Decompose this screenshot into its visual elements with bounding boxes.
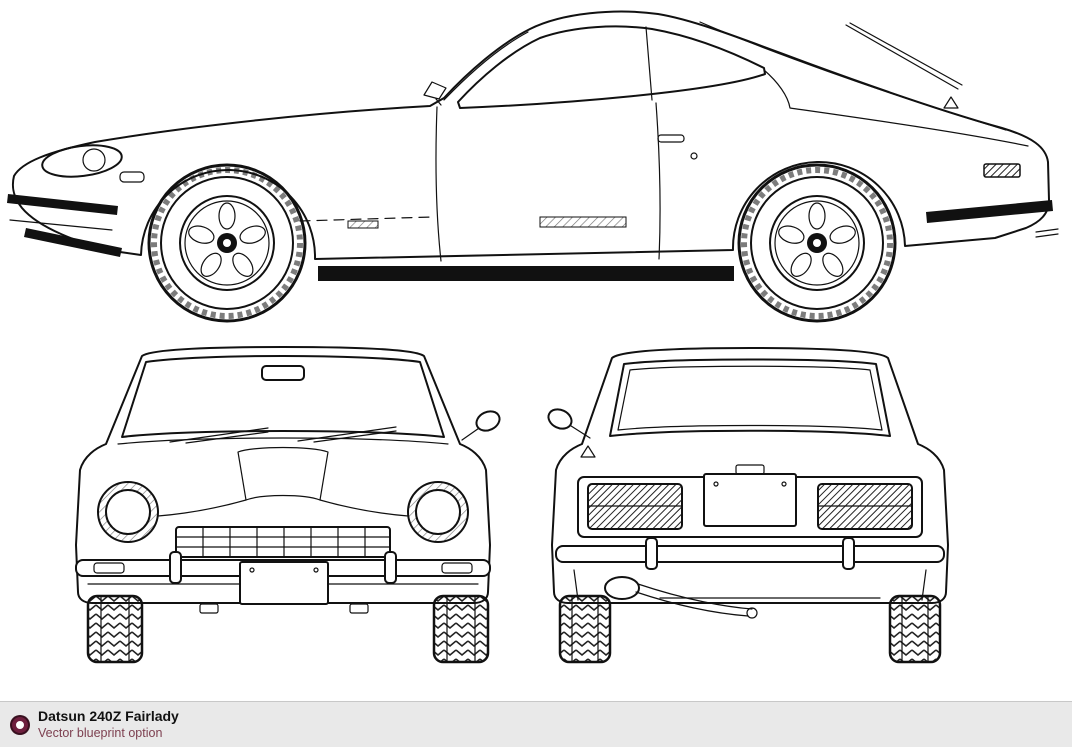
tow-hook-left [199,603,219,614]
caption-text: Datsun 240Z Fairlady Vector blueprint op… [38,707,179,741]
exhaust-tip [1035,228,1059,238]
fender-mirror [475,410,501,432]
rear-license-plate [703,473,797,527]
license-light [735,464,765,475]
side-body-outline [11,10,1050,260]
a-pillar-line [443,31,529,101]
door-lock [690,152,698,160]
hatch-seam [699,21,1007,131]
exhaust-pipe [635,583,753,617]
right-headlight [415,489,461,535]
grille [175,526,391,558]
taillight-side [983,163,1021,178]
front-wheel [147,163,307,323]
antenna-line [845,22,963,90]
rear-window [609,358,891,437]
blueprint-title: Datsun 240Z Fairlady [38,708,179,725]
fender-mirror-stalk [567,423,591,439]
headlight-scoop [41,144,123,178]
wipers [169,426,397,444]
hood-creases [133,499,433,518]
door-emblem [539,216,627,228]
rearview-mirror [261,365,305,381]
front-air-dam [24,228,122,257]
bumper-guard-left [169,551,182,584]
windshield [121,355,445,438]
rear-bumper-guard-left [645,537,658,570]
rear-right-tire [888,594,942,664]
front-bumper [7,194,118,215]
front-side-marker [119,171,145,183]
rear-view [547,347,949,664]
bumper-guard-right [384,551,397,584]
side-view [7,10,1059,323]
door-handle [657,134,685,143]
tow-hook-right [349,603,369,614]
plate-bolt [781,481,787,487]
exhaust-outlet [746,607,758,619]
hazard-triangle-icon [580,445,596,458]
rear-bumper-guard-right [842,537,855,570]
headlight-lens [82,148,106,172]
fender-mirror [547,408,573,430]
rear-bumper-bar [555,545,945,563]
blueprint-canvas [7,10,1059,664]
front-right-tire [432,594,490,664]
front-view [75,346,501,664]
rear-left-tire [558,594,612,664]
front-license-plate [239,561,329,605]
side-mirror [423,81,447,106]
door-seams [435,102,661,262]
grille-slats [175,526,391,558]
rear-body-outline [551,347,949,604]
target-ring-icon [12,716,28,733]
plate-bolt [713,481,719,487]
plate-bolt [249,567,255,573]
front-left-tire [86,594,144,664]
hood-bulge [237,446,329,501]
c-pillar-beltline [763,69,1029,147]
rear-bumper [926,200,1053,223]
plate-bolt [313,567,319,573]
front-valance-line [9,219,113,231]
fender-trim-dashes [299,216,433,222]
fender-emblem [347,220,379,229]
blueprint-svg [7,10,1059,664]
quarter-window-divider [645,26,653,101]
turn-signal-left [93,562,125,574]
turn-signal-right [441,562,473,574]
hazard-triangle-icon [943,96,959,109]
side-glass [457,25,766,109]
blueprint-subtitle: Vector blueprint option [38,726,163,741]
muffler [604,576,640,600]
left-headlight [105,489,151,535]
rear-wheel [737,163,897,323]
rear-valance-lines [573,569,927,601]
cowl-line [117,437,449,445]
caption-bar: Datsun 240Z Fairlady Vector blueprint op… [0,701,1072,747]
rear-window-inner [617,365,883,431]
rocker-stripe [318,266,734,281]
